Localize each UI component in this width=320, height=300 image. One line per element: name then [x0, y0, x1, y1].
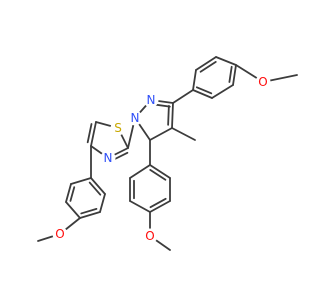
bond-t3-t4: [192, 89, 213, 99]
bond-t1-t2: [232, 64, 237, 86]
bond-a3-a4-double: [80, 207, 98, 215]
bond-C4-C5: [149, 127, 173, 141]
bond-a3-a4: [79, 211, 101, 219]
atom-label: O: [145, 229, 154, 243]
bond-C3-C4-double: [167, 104, 170, 126]
atom-label: O: [55, 227, 64, 241]
bond-t1-t2-double: [228, 65, 233, 83]
bond-b4-b5: [129, 200, 151, 213]
atom-label: O: [258, 75, 267, 89]
bond-a5-a6: [65, 183, 72, 203]
bond-t4-t5: [192, 69, 197, 91]
bond-C5t-C4t: [90, 121, 97, 147]
bond-t6-t1: [215, 56, 237, 66]
bond-t4-C3: [172, 89, 194, 104]
bond-a1-a2-double: [88, 181, 102, 196]
bond-b3-b4: [149, 200, 171, 213]
bond-a1-a2: [90, 177, 106, 195]
atom-label-background: [255, 74, 271, 90]
atom-label: S: [114, 121, 122, 135]
bond-t2-t3: [211, 84, 234, 99]
atom-label-background: [100, 150, 116, 166]
atom-label: N: [147, 93, 156, 107]
atom-o-top: O: [255, 74, 271, 90]
atom-label-background: [52, 226, 68, 242]
atom-n-thiazole: N: [100, 150, 116, 166]
bond-t3-t4-double: [195, 86, 213, 95]
atom-s: S: [110, 120, 126, 136]
bond-a5-a6-double: [69, 186, 76, 202]
atom-o-left: O: [52, 226, 68, 242]
atom-o-mid: O: [142, 228, 158, 244]
atom-n-pyrazole-1: N: [127, 110, 143, 126]
atom-label-background: [142, 228, 158, 244]
bond-b3-b4-double: [149, 197, 167, 209]
atom-label: N: [104, 151, 113, 165]
atom-label-background: [143, 92, 159, 108]
bond-C4-Me4: [171, 127, 196, 141]
bond-b1-b2: [149, 164, 171, 179]
bond-t5-t6-double: [199, 61, 217, 73]
atom-label-background: [110, 120, 126, 136]
atom-n-pyrazole-2: N: [143, 92, 159, 108]
bond-C3-C4: [171, 102, 174, 129]
bond-t5-t6: [195, 56, 217, 71]
bond-a2-a3: [99, 193, 106, 213]
bond-a4-a5: [65, 201, 81, 219]
atom-label-background: [127, 110, 143, 126]
bond-b6-b1: [129, 164, 151, 179]
bond-b1-b2-double: [149, 169, 167, 181]
bond-C5t-C4t-double: [86, 123, 93, 144]
bond-a6-a1: [70, 177, 92, 185]
atom-label: N: [131, 111, 140, 125]
